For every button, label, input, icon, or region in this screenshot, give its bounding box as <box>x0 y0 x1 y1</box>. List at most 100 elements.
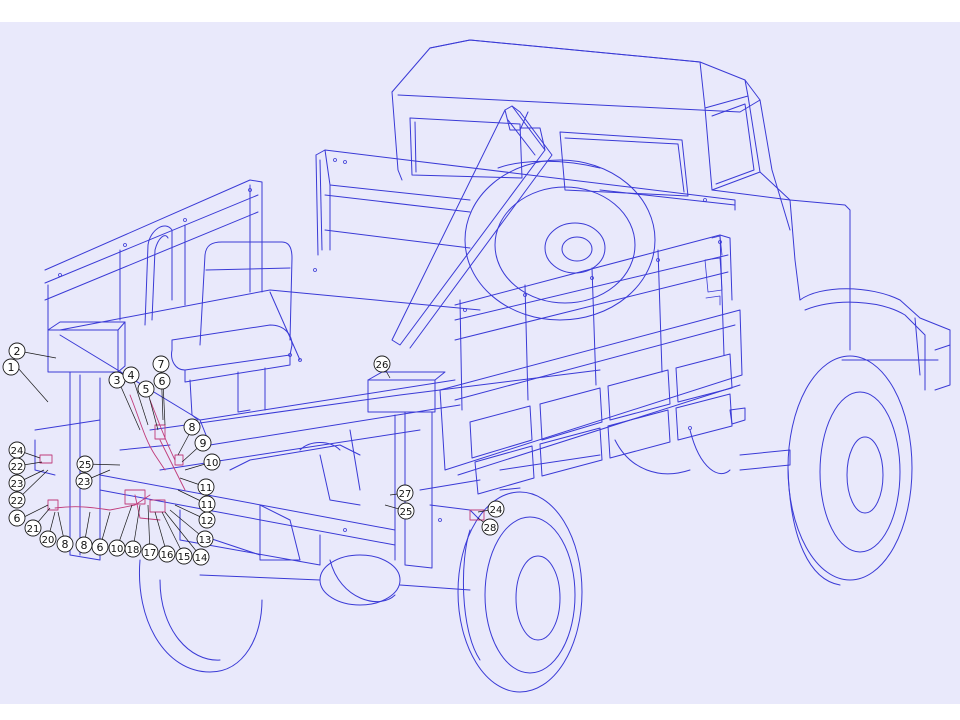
callout-number: 26 <box>376 360 389 371</box>
callout-number: 27 <box>399 489 412 500</box>
bed-left-rail <box>44 179 263 331</box>
top-margin <box>0 0 960 22</box>
callout-circle <box>8 491 26 509</box>
callout-8b: 8 <box>75 536 93 554</box>
callout-circle <box>175 547 193 565</box>
callout-6b: 6 <box>91 538 109 556</box>
callout-9: 9 <box>194 434 212 452</box>
callout-circle <box>24 519 42 537</box>
bed-front-panel <box>315 149 736 256</box>
callout-10b: 10 <box>108 539 126 557</box>
callout-circle <box>8 509 26 527</box>
callout-7: 7 <box>152 355 170 373</box>
callout-6c: 6 <box>8 509 26 527</box>
callout-4: 4 <box>122 366 140 384</box>
callout-number: 23 <box>11 479 24 490</box>
callout-circle <box>153 372 171 390</box>
callout-number: 11 <box>201 500 214 511</box>
callout-circle <box>203 453 221 471</box>
callout-circle <box>56 535 74 553</box>
callout-number: 4 <box>128 369 135 382</box>
callout-circle <box>8 342 26 360</box>
callout-number: 22 <box>11 496 24 507</box>
callout-8a: 8 <box>183 418 201 436</box>
front-wheel <box>614 355 913 586</box>
callout-number: 22 <box>11 462 24 473</box>
callout-27: 27 <box>396 484 414 502</box>
callout-circle <box>8 441 26 459</box>
callout-circle <box>158 545 176 563</box>
callout-circle <box>75 536 93 554</box>
callout-20: 20 <box>39 530 57 548</box>
callout-11a: 11 <box>197 478 215 496</box>
callout-number: 6 <box>14 512 21 525</box>
callout-circle <box>183 418 201 436</box>
callout-26: 26 <box>373 355 391 373</box>
callout-circle <box>373 355 391 373</box>
callout-number: 23 <box>78 477 91 488</box>
callout-number: 18 <box>127 545 140 556</box>
callout-5: 5 <box>137 380 155 398</box>
callout-number: 10 <box>206 458 219 469</box>
callout-number: 24 <box>11 446 24 457</box>
callout-number: 16 <box>161 550 174 561</box>
callout-number: 17 <box>144 548 157 559</box>
callout-24a: 24 <box>8 441 26 459</box>
callout-number: 15 <box>178 552 191 563</box>
callout-circle <box>152 355 170 373</box>
callout-2: 2 <box>8 342 26 360</box>
callout-11b: 11 <box>198 495 216 513</box>
cab <box>391 39 951 391</box>
callout-number: 7 <box>158 358 165 371</box>
callout-22b: 22 <box>8 491 26 509</box>
callout-circle <box>196 530 214 548</box>
callout-17: 17 <box>141 543 159 561</box>
callout-13: 13 <box>196 530 214 548</box>
callout-circle <box>76 455 94 473</box>
bed-right-rail <box>454 234 733 411</box>
vehicle-drawing <box>34 39 951 693</box>
callout-number: 5 <box>143 383 150 396</box>
callout-circle <box>487 500 505 518</box>
callout-number: 8 <box>189 421 196 434</box>
callout-circle <box>8 474 26 492</box>
callout-number: 25 <box>79 460 92 471</box>
wiring-harness <box>39 394 485 521</box>
callout-number: 13 <box>199 535 212 546</box>
callout-number: 2 <box>14 345 21 358</box>
callout-number: 12 <box>201 516 214 527</box>
seat <box>171 241 293 421</box>
callout-23b: 23 <box>75 472 93 490</box>
callout-number: 20 <box>42 535 55 546</box>
callout-number: 28 <box>484 523 497 534</box>
callout-circle <box>75 472 93 490</box>
callout-circle <box>397 502 415 520</box>
rear-right-wheel <box>457 487 583 693</box>
callout-23a: 23 <box>8 474 26 492</box>
callout-25b: 25 <box>397 502 415 520</box>
callout-24b: 24 <box>487 500 505 518</box>
callout-circle <box>39 530 57 548</box>
callout-number: 8 <box>62 538 69 551</box>
callout-number: 1 <box>8 361 15 374</box>
right-dropside-panel <box>439 309 743 495</box>
rear-left-wheel <box>138 559 263 673</box>
callout-16: 16 <box>158 545 176 563</box>
callout-number: 9 <box>200 437 207 450</box>
callout-circle <box>194 434 212 452</box>
callout-number: 8 <box>81 539 88 552</box>
callout-circle <box>396 484 414 502</box>
callout-circle <box>192 548 210 566</box>
callout-14: 14 <box>192 548 210 566</box>
callout-circle <box>2 358 20 376</box>
callout-6a: 6 <box>153 372 171 390</box>
callout-8c: 8 <box>56 535 74 553</box>
callout-number: 11 <box>200 483 213 494</box>
crane-arm <box>391 105 553 349</box>
callout-25a: 25 <box>76 455 94 473</box>
callout-10a: 10 <box>203 453 221 471</box>
callout-21: 21 <box>24 519 42 537</box>
spare-tire <box>464 159 656 321</box>
